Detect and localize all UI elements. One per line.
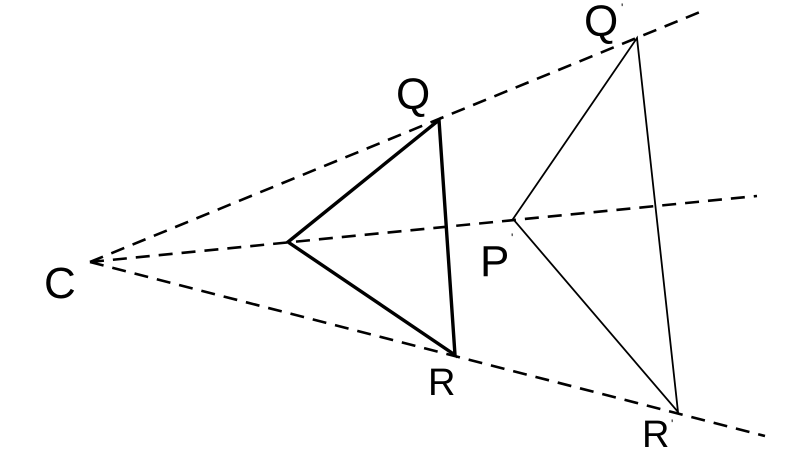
ray-c-to-p [89, 194, 758, 264]
label-r-prime: R [642, 414, 669, 456]
prime-mark-q: ' [621, 1, 623, 15]
ray-c-to-r [89, 260, 766, 438]
prime-mark-r: ' [671, 417, 673, 431]
ray-c-to-q [89, 10, 701, 264]
prime-mark-p: ' [511, 231, 513, 245]
label-p-prime: P [480, 237, 509, 286]
triangle-p-prime-q-prime-r-prime [511, 35, 680, 415]
triangle-pqr [285, 116, 457, 359]
label-q: Q [396, 70, 430, 119]
label-r: R [428, 362, 455, 404]
label-q-prime: Q [584, 0, 618, 46]
label-c: C [44, 259, 76, 308]
